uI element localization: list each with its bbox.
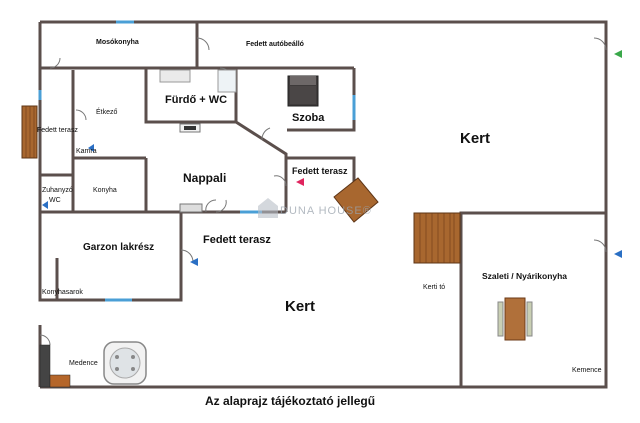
door-swing [261, 127, 271, 141]
door-swing [196, 37, 210, 51]
label-kert-bottom: Kert [285, 298, 316, 315]
label-nappali: Nappali [183, 171, 227, 185]
wall-szaleti [459, 211, 606, 387]
label-konyha: Konyha [93, 187, 117, 194]
label-kerti-to: Kerti tó [423, 284, 446, 291]
watermark-text: DUNA HOUSE® [280, 205, 372, 217]
label-kamra: Kamra [76, 148, 97, 155]
wall-bath [144, 68, 288, 212]
arrow-icon [614, 50, 622, 58]
label-fedett-autobeallo: Fedett autóbeálló [246, 41, 304, 48]
door-swing [273, 175, 287, 187]
label-garzon-lakresz: Garzon lakrész [83, 242, 155, 253]
duna-house-logo [258, 198, 278, 218]
windows [38, 20, 356, 302]
door-swing [205, 199, 217, 213]
deck-pond [413, 212, 461, 264]
label-wc: WC [49, 197, 61, 204]
kitchen-counter-icon [179, 203, 203, 213]
door-swing [39, 334, 51, 346]
plan-caption: Az alaprajz tájékoztató jellegű [205, 394, 376, 408]
label-szoba: Szoba [292, 112, 325, 124]
label-kert-top: Kert [460, 130, 491, 147]
entry-arrows [42, 50, 622, 266]
deck-planks [25, 106, 455, 263]
deck-terasz [333, 177, 379, 223]
label-fedett-terasz-big: Fedett terasz [203, 234, 271, 246]
door-swing [593, 239, 607, 253]
arrow-icon [614, 250, 622, 258]
door-swing [49, 57, 61, 69]
door-swing [75, 109, 87, 121]
bathroom-fixtures-icon [159, 69, 237, 133]
label-mosokonyha: Mosókonyha [96, 39, 139, 46]
wall-garzon [38, 212, 183, 302]
arrow-icon [190, 258, 198, 266]
door-swing [215, 199, 227, 213]
arrow-icon [88, 144, 94, 152]
doors [39, 37, 607, 346]
arrow-icon [42, 201, 48, 209]
jacuzzi-icon [103, 341, 147, 385]
garden-table-icon [497, 297, 533, 341]
outer-wall [40, 20, 608, 389]
deck-left [21, 105, 38, 159]
label-fedett-terasz-left: Fedett terasz [37, 127, 78, 134]
label-fedett-terasz-mid: Fedett terasz [292, 166, 348, 176]
door-swing [180, 249, 194, 263]
wall-house-right [287, 68, 356, 132]
door-swing [593, 37, 607, 51]
bed-icon [287, 75, 319, 107]
pool-edge [39, 344, 71, 388]
label-szaleti-nyarikonyha: Szaleti / Nyárikonyha [482, 271, 568, 281]
wooden-decks [21, 105, 461, 264]
label-konyhasarok: Konyhasarok [42, 289, 83, 296]
arrow-icon [296, 178, 304, 186]
label-medence: Medence [69, 360, 98, 367]
label-kemence: Kemence [572, 367, 602, 374]
label-zuhanyzo: Zuhanyzó [42, 187, 73, 194]
label-furdo-wc: Fürdő + WC [165, 94, 228, 106]
label-etkezo: Étkező [96, 109, 118, 116]
